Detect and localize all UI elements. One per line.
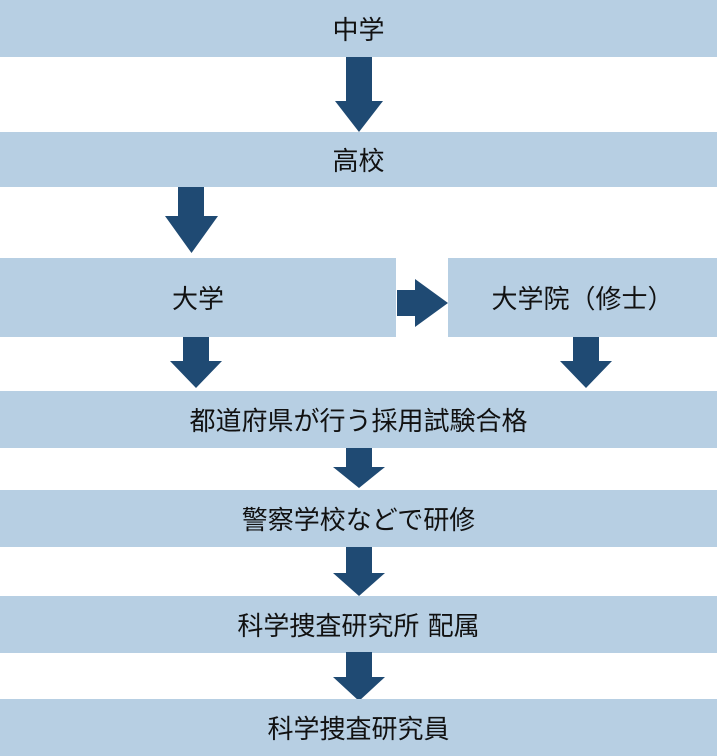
step-university-label: 大学 [171,285,224,315]
arrow-down-icon [333,547,385,596]
arrow-right-icon [397,279,448,327]
arrow-down-icon [560,337,612,388]
step-assignment: 科学捜査研究所 配属 [0,596,717,653]
step-high-school-label: 高校 [332,147,385,177]
step-training: 警察学校などで研修 [0,490,717,547]
step-exam-label: 都道府県が行う採用試験合格 [189,407,528,437]
arrow-down-icon [333,448,385,488]
arrow-down-icon [165,187,218,253]
arrow-down-icon [170,337,222,388]
step-graduate-school: 大学院（修士） [448,258,717,337]
step-high-school: 高校 [0,132,717,187]
step-exam: 都道府県が行う採用試験合格 [0,391,717,448]
step-training-label: 警察学校などで研修 [241,506,476,536]
step-junior-high-label: 中学 [332,16,385,46]
step-graduate-school-label: 大学院（修士） [491,285,674,315]
step-assignment-label: 科学捜査研究所 配属 [237,612,480,642]
step-result-label: 科学捜査研究員 [267,715,450,745]
arrow-down-icon [333,652,385,701]
arrow-down-icon [335,57,383,132]
step-university: 大学 [0,258,396,337]
step-result: 科学捜査研究員 [0,699,717,756]
step-junior-high: 中学 [0,0,717,57]
